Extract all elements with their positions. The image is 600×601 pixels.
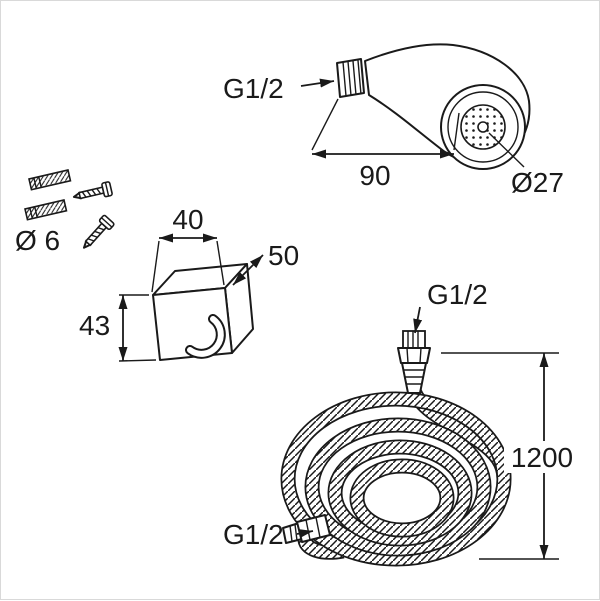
bracket-width-label: 40 [172,204,203,235]
dimension-hose-top-thread: G1/2 [413,279,488,334]
fasteners-drawing: Ø 6 [15,169,115,256]
hose-length-label: 1200 [511,442,573,473]
dimension-shower-length: 90 [311,98,460,191]
hose-bottom-thread-label: G1/2 [223,519,284,550]
bracket-drawing: 40 50 43 [79,204,299,362]
shower-thread-label: G1/2 [223,73,284,104]
dimension-hose-bottom-thread: G1/2 [223,519,314,550]
hand-shower-drawing: G1/2 90 Ø27 [223,43,564,198]
hose-top-connector [397,330,431,394]
dimension-bracket-depth: 50 [232,240,299,286]
bracket-hook [185,314,226,359]
hose-top-thread-label: G1/2 [427,279,488,310]
wall-plug [28,169,72,191]
wall-plug [24,199,68,221]
dimension-text-mask [504,441,584,473]
shower-length-label: 90 [359,160,390,191]
hand-shower-thread [336,58,365,98]
screw [72,181,113,200]
dimension-hose-length: 1200 [441,352,584,560]
dimension-bracket-width: 40 [151,204,225,293]
dimension-bracket-height: 43 [79,294,157,362]
dimension-face-diameter: Ø27 [488,132,564,198]
face-diameter-label: Ø27 [511,167,564,198]
bracket-height-label: 43 [79,310,110,341]
dimension-shower-thread: G1/2 [223,73,335,104]
screw-diameter-label: Ø 6 [15,225,60,256]
screw [82,214,115,249]
hose-coil [280,391,512,567]
hose-drawing: G1/2 G1/2 1200 [223,279,584,567]
bracket-front-face [152,287,233,361]
bracket-depth-label: 50 [268,240,299,271]
